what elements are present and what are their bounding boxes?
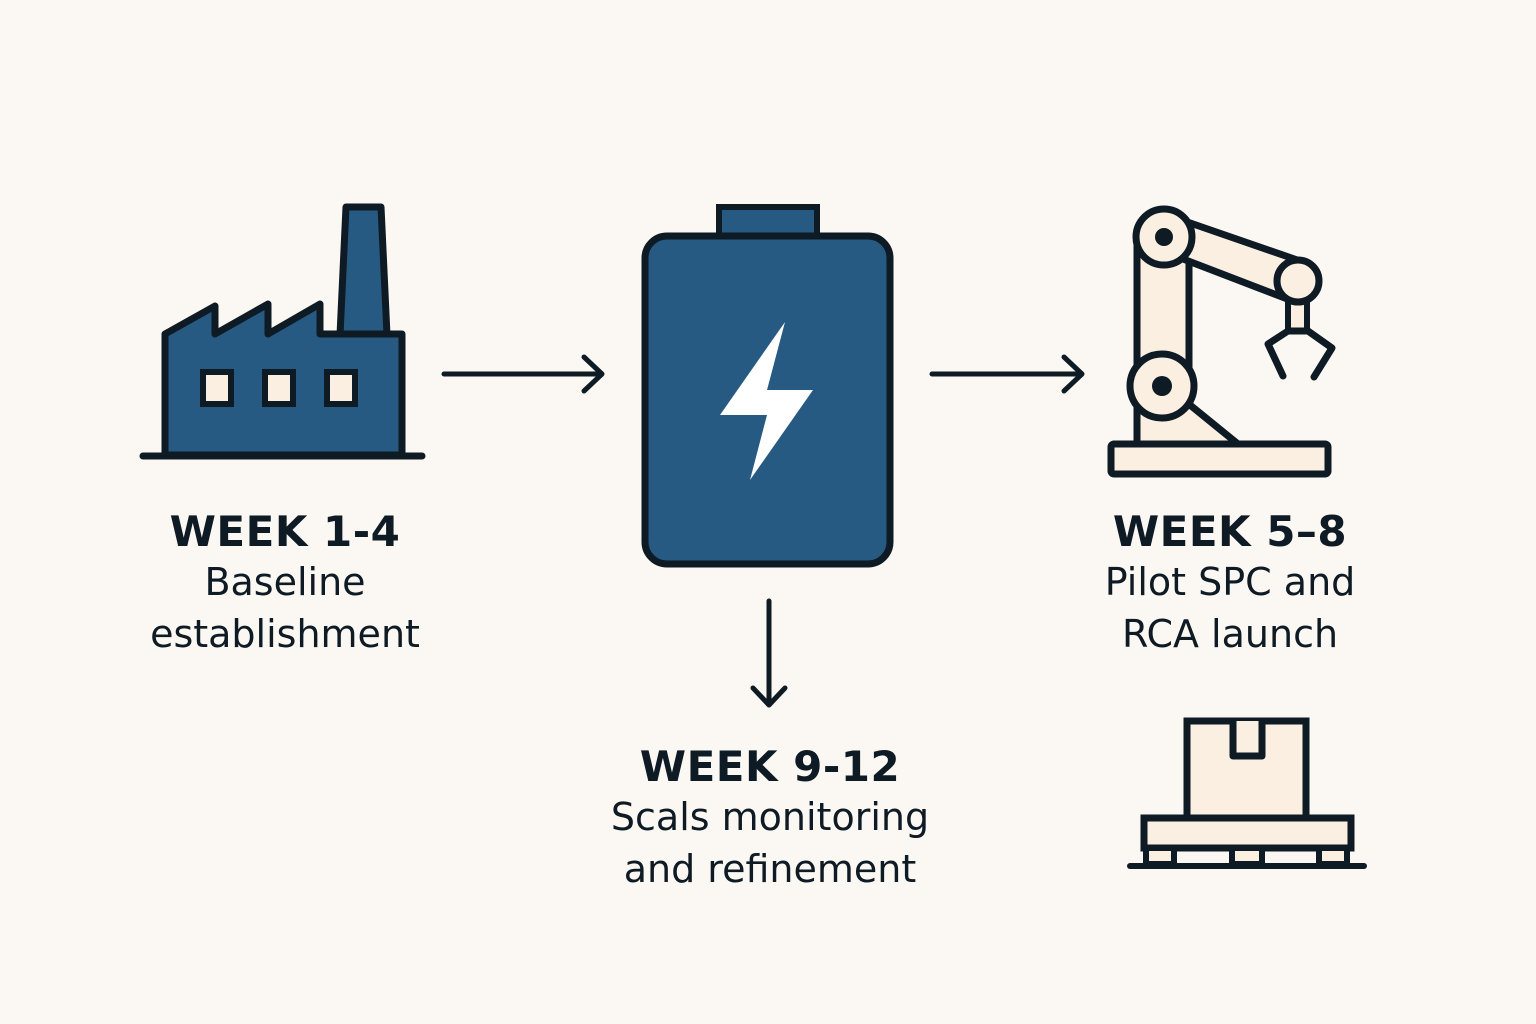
factory-window-2: [262, 369, 296, 407]
stage-3-label: WEEK 9-12 Scals monitoring and refinemen…: [590, 743, 950, 895]
battery-icon: [641, 204, 894, 568]
stage-2-week: WEEK 5–8: [1112, 507, 1348, 556]
robot-arm-gripper: [1264, 327, 1336, 381]
pallet-foot-left: [1143, 845, 1177, 867]
arrow-down: [750, 598, 788, 708]
factory-icon: [139, 203, 426, 460]
stage-1-description-line-1: Baseline: [204, 560, 366, 604]
stage-3-description-line-2: and refinement: [623, 847, 917, 891]
pallet-deck: [1140, 814, 1355, 852]
factory-chimney: [336, 203, 391, 339]
stage-3-description-line-1: Scals monitoring: [610, 795, 930, 839]
stage-3-week: WEEK 9-12: [639, 742, 901, 791]
stage-1-label: WEEK 1-4 Baseline establishment: [130, 508, 440, 660]
stage-1-description-line-2: establishment: [150, 612, 420, 656]
stage-2-label: WEEK 5–8 Pilot SPC and RCA launch: [1080, 508, 1380, 660]
robot-arm-icon: [1107, 205, 1336, 478]
stage-1-week: WEEK 1-4: [169, 507, 401, 556]
robot-arm-wrist-joint: [1273, 256, 1323, 306]
factory-window-1: [200, 369, 234, 407]
robot-arm-base: [1107, 440, 1332, 478]
stage-2-description-line-2: RCA launch: [1121, 612, 1339, 656]
package-on-pallet-icon: [1127, 717, 1367, 869]
arrow-right-1: [441, 354, 605, 394]
factory-window-3: [324, 369, 358, 407]
pallet-foot-right: [1316, 845, 1350, 867]
pallet-foot-center: [1229, 845, 1265, 867]
stage-2-description-line-1: Pilot SPC and: [1104, 560, 1356, 604]
package-tape: [1229, 721, 1266, 760]
lightning-bolt-icon: [720, 322, 813, 480]
arrow-right-2: [929, 354, 1085, 394]
